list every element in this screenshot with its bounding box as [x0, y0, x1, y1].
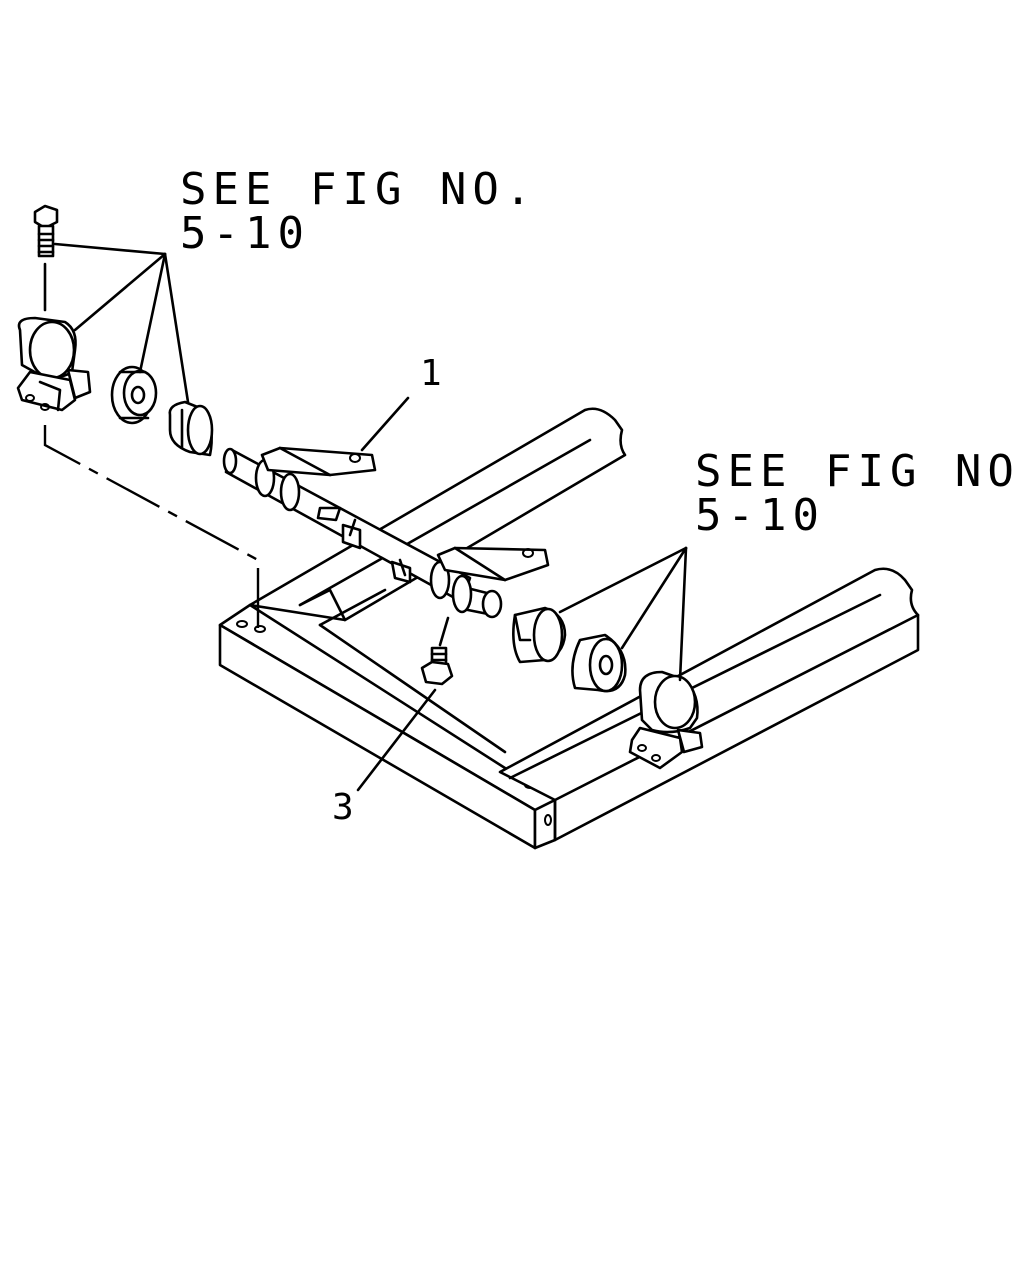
right-bushing-inner: [512, 606, 567, 664]
reference-left-line2: 5-10: [180, 208, 310, 259]
right-bracket-set: [512, 546, 704, 770]
frame-rail-rear-edge: [298, 438, 592, 607]
bolt: [33, 204, 59, 312]
frame-inner-line: [318, 588, 387, 627]
leader-line: [73, 252, 167, 332]
right-bushing-outer: [571, 633, 627, 693]
leader-line: [558, 546, 688, 614]
frame-rail-rear: [248, 407, 627, 622]
grease-nipple: [420, 616, 454, 686]
callout-3-label: 3: [332, 787, 354, 828]
frame-inner-line: [318, 623, 507, 754]
leader-line: [53, 242, 167, 256]
leader-line: [138, 252, 167, 374]
left-bracket-set: [16, 204, 260, 628]
left-bracket-housing: [16, 316, 92, 412]
right-bracket-housing: [628, 670, 704, 770]
reference-left-line1: SEE FIG NO.: [180, 164, 538, 215]
callout-leader-3: [356, 688, 437, 792]
leader-line: [163, 252, 190, 404]
frame-rail-front-side: [553, 613, 920, 842]
reference-right-line2: 5-10: [695, 490, 825, 541]
frame-hole: [236, 620, 248, 628]
leader-line: [678, 546, 688, 682]
reference-right-line1: SEE FIG NO.: [695, 446, 1024, 497]
alignment-line: [43, 425, 260, 628]
callout-1-label: 1: [420, 353, 442, 394]
frame-rail-rear-flange: [298, 588, 347, 622]
frame-hole: [254, 625, 266, 633]
cross-member-top: [218, 603, 557, 812]
tube-assembly: [222, 446, 550, 619]
callout-leader-1: [360, 396, 410, 452]
frame-hole: [544, 814, 552, 826]
leader-line: [620, 546, 688, 650]
cross-member-front: [218, 623, 537, 850]
left-bushing-outer: [110, 365, 158, 425]
left-bushing-inner: [168, 400, 214, 457]
chassis-frame: [218, 407, 920, 850]
frame-rail-front-edge: [508, 593, 882, 780]
frame-rail-front: [498, 567, 920, 802]
